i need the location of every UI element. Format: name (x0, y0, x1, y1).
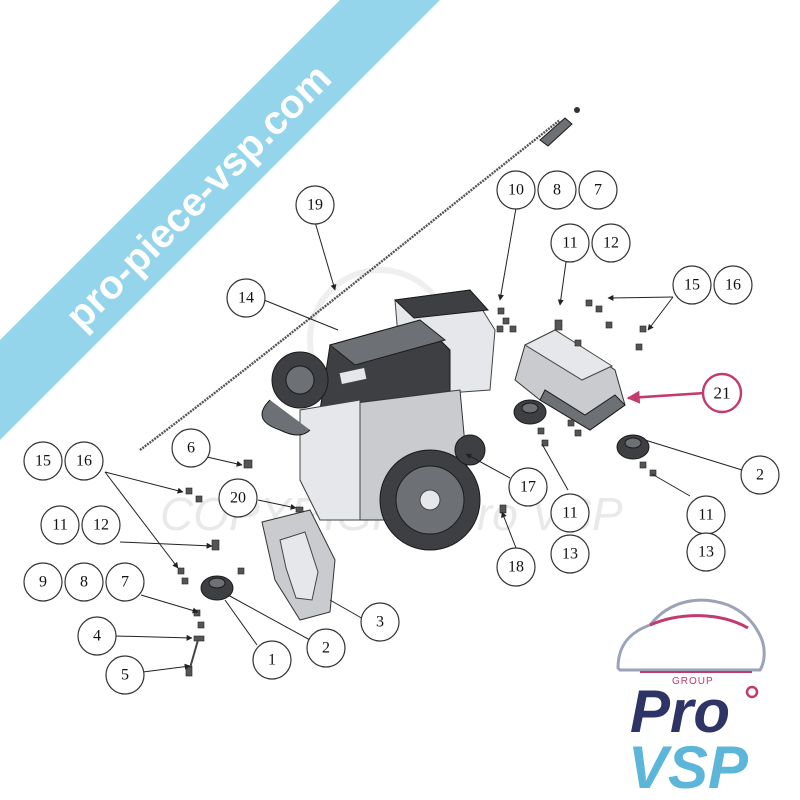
logo-pro-text: Pro (630, 678, 730, 745)
callout-21-highlighted: 21 (701, 372, 743, 414)
svg-text:2: 2 (756, 467, 764, 484)
logo-hex-accent (745, 685, 759, 699)
callout-8-left: 8 (64, 562, 104, 602)
callout-18: 18 (496, 547, 536, 587)
svg-text:20: 20 (230, 490, 246, 507)
callout-8-top: 8 (537, 170, 577, 210)
svg-text:13: 13 (562, 546, 578, 563)
callout-13-right: 13 (686, 532, 726, 572)
svg-text:16: 16 (76, 453, 92, 470)
callout-4: 4 (77, 616, 117, 656)
callout-1: 1 (252, 640, 292, 680)
svg-text:8: 8 (80, 574, 88, 591)
svg-text:7: 7 (594, 182, 602, 199)
svg-text:12: 12 (93, 517, 109, 534)
left-silentbloc (200, 575, 234, 601)
svg-text:18: 18 (508, 559, 524, 576)
callout-6: 6 (171, 428, 211, 468)
fasteners (177, 299, 657, 677)
callout-11-mid: 11 (550, 493, 590, 533)
callout-19: 19 (295, 185, 335, 225)
svg-text:4: 4 (93, 628, 101, 645)
svg-text:5: 5 (121, 667, 129, 684)
callout-10: 10 (496, 170, 536, 210)
svg-text:21: 21 (714, 384, 731, 403)
left-engine-mount-bracket (261, 509, 336, 621)
svg-text:6: 6 (187, 440, 195, 457)
svg-text:11: 11 (698, 507, 713, 524)
svg-text:13: 13 (698, 544, 714, 561)
callout-14: 14 (226, 278, 266, 318)
callout-12-top: 12 (591, 223, 631, 263)
svg-text:8: 8 (553, 182, 561, 199)
svg-text:1: 1 (268, 652, 276, 669)
callout-15-left: 15 (23, 441, 63, 481)
callout-11-right: 11 (686, 495, 726, 535)
callout-2-left: 2 (306, 628, 346, 668)
callout-15-right: 15 (672, 265, 712, 305)
callout-16-right: 16 (713, 265, 753, 305)
provsp-logo: GROUP Pro VSP (616, 598, 766, 800)
cable-end-bolt (574, 107, 580, 113)
svg-text:19: 19 (307, 197, 323, 214)
callout-12-left: 12 (81, 505, 121, 545)
callout-11-top: 11 (550, 223, 590, 263)
svg-text:14: 14 (238, 290, 254, 307)
car-outline-icon (616, 598, 766, 672)
svg-text:16: 16 (725, 277, 741, 294)
right-engine-mount-bracket (514, 329, 626, 431)
leader-lines (104, 207, 743, 673)
svg-text:11: 11 (52, 517, 67, 534)
callout-9: 9 (23, 562, 63, 602)
svg-text:7: 7 (121, 574, 129, 591)
callout-3: 3 (360, 602, 400, 642)
throttle-cable (139, 119, 561, 451)
right-silentbloc (513, 399, 650, 460)
svg-text:9: 9 (39, 574, 47, 591)
callout-5: 5 (105, 655, 145, 695)
svg-text:15: 15 (684, 277, 700, 294)
callout-13-mid: 13 (550, 534, 590, 574)
cable-end-fitting (539, 117, 573, 147)
logo-vsp-text: VSP (628, 734, 749, 800)
highlight-arrow (626, 390, 706, 404)
svg-text:12: 12 (603, 235, 619, 252)
callout-7-top: 7 (578, 170, 618, 210)
svg-text:11: 11 (562, 505, 577, 522)
svg-text:10: 10 (508, 182, 524, 199)
svg-text:2: 2 (322, 640, 330, 657)
svg-text:11: 11 (562, 235, 577, 252)
logo-group-text: GROUP (672, 676, 714, 687)
callout-16-left: 16 (64, 441, 104, 481)
callout-2-right: 2 (740, 455, 780, 495)
engine-assembly (261, 289, 496, 551)
callout-7-left: 7 (105, 562, 145, 602)
callout-20: 20 (218, 478, 258, 518)
svg-text:3: 3 (376, 614, 384, 631)
callout-17: 17 (508, 467, 548, 507)
svg-text:15: 15 (35, 453, 51, 470)
callout-11-left: 11 (40, 505, 80, 545)
svg-text:17: 17 (520, 479, 536, 496)
